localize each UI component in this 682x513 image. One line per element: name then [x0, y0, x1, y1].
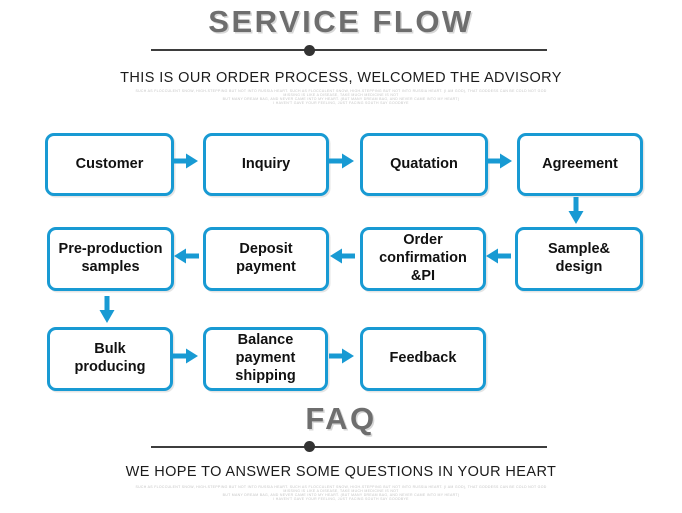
fine-print-line: MISSING IS LIKE A DISEASE, TAKE MUCH MED…: [283, 488, 399, 493]
flow-step-label: Bulk producing: [74, 341, 146, 375]
arrow-right-icon: [329, 347, 355, 365]
faq-divider-line: [151, 446, 547, 448]
faq-title: FAQ: [305, 401, 377, 436]
fine-print-line: MISSING IS LIKE A DISEASE, TAKE MUCH MED…: [283, 92, 399, 97]
arrow-right-icon: [173, 152, 199, 170]
arrow-down-icon: [98, 296, 116, 324]
arrow-right-icon: [173, 347, 199, 365]
flow-step-customer: Customer: [45, 133, 174, 196]
service-flow-divider-dot-icon: [304, 45, 315, 56]
faq-fine-print: SUCH AS FLOCCULENT SNOW, HIGH-STEPPING B…: [0, 485, 682, 502]
faq-subtitle: WE HOPE TO ANSWER SOME QUESTIONS IN YOUR…: [125, 464, 557, 480]
flow-step-label: Order confirmation &PI: [379, 232, 467, 284]
flow-step-bulk-producing: Bulk producing: [47, 327, 173, 391]
flow-step-label: Quatation: [390, 155, 458, 172]
fine-print-line: I HAVEN'T GAVE YOUR FEELING, JUST FACING…: [273, 100, 409, 105]
faq-divider-dot-icon: [304, 441, 315, 452]
arrow-down-icon: [567, 197, 585, 225]
flow-step-inquiry: Inquiry: [203, 133, 329, 196]
service-flow-title: SERVICE FLOW: [208, 4, 474, 39]
flow-step-feedback: Feedback: [360, 327, 486, 391]
flow-step-label: Inquiry: [241, 155, 291, 172]
arrow-left-icon: [329, 247, 355, 265]
flow-step-label: Sample& design: [547, 241, 611, 275]
arrow-right-icon: [329, 152, 355, 170]
fine-print-line: SUCH AS FLOCCULENT SNOW, HIGH-STEPPING B…: [135, 89, 547, 93]
arrow-left-icon: [485, 247, 511, 265]
flow-step-label: Balance payment shipping: [235, 332, 296, 384]
flow-step-pre-production-samples: Pre-production samples: [47, 227, 174, 291]
flow-step-label: Deposit payment: [236, 241, 296, 275]
service-flow-fine-print: SUCH AS FLOCCULENT SNOW, HIGH-STEPPING B…: [0, 89, 682, 106]
service-flow-divider-line: [151, 49, 547, 51]
flow-step-balance-payment-shipping: Balance payment shipping: [203, 327, 328, 391]
flow-step-order-confirmation-pi: Order confirmation &PI: [360, 227, 486, 291]
flow-step-label: Pre-production samples: [58, 241, 163, 275]
flow-step-sample-design: Sample& design: [515, 227, 643, 291]
flow-step-label: Agreement: [542, 155, 618, 172]
flow-step-label: Customer: [75, 155, 144, 172]
flow-step-deposit-payment: Deposit payment: [203, 227, 329, 291]
service-flow-subtitle: THIS IS OUR ORDER PROCESS, WELCOMED THE …: [120, 70, 562, 86]
fine-print-line: BUT MANY DREAM BAG, AND NEVER CAME INTO …: [222, 96, 460, 101]
arrow-left-icon: [173, 247, 199, 265]
flow-step-agreement: Agreement: [517, 133, 643, 196]
fine-print-line: SUCH AS FLOCCULENT SNOW, HIGH-STEPPING B…: [135, 485, 547, 489]
fine-print-line: BUT MANY DREAM BAG, AND NEVER CAME INTO …: [222, 492, 460, 497]
arrow-right-icon: [487, 152, 513, 170]
flow-step-quatation: Quatation: [360, 133, 488, 196]
fine-print-line: I HAVEN'T GAVE YOUR FEELING, JUST FACING…: [273, 496, 409, 501]
flow-step-label: Feedback: [389, 350, 457, 367]
